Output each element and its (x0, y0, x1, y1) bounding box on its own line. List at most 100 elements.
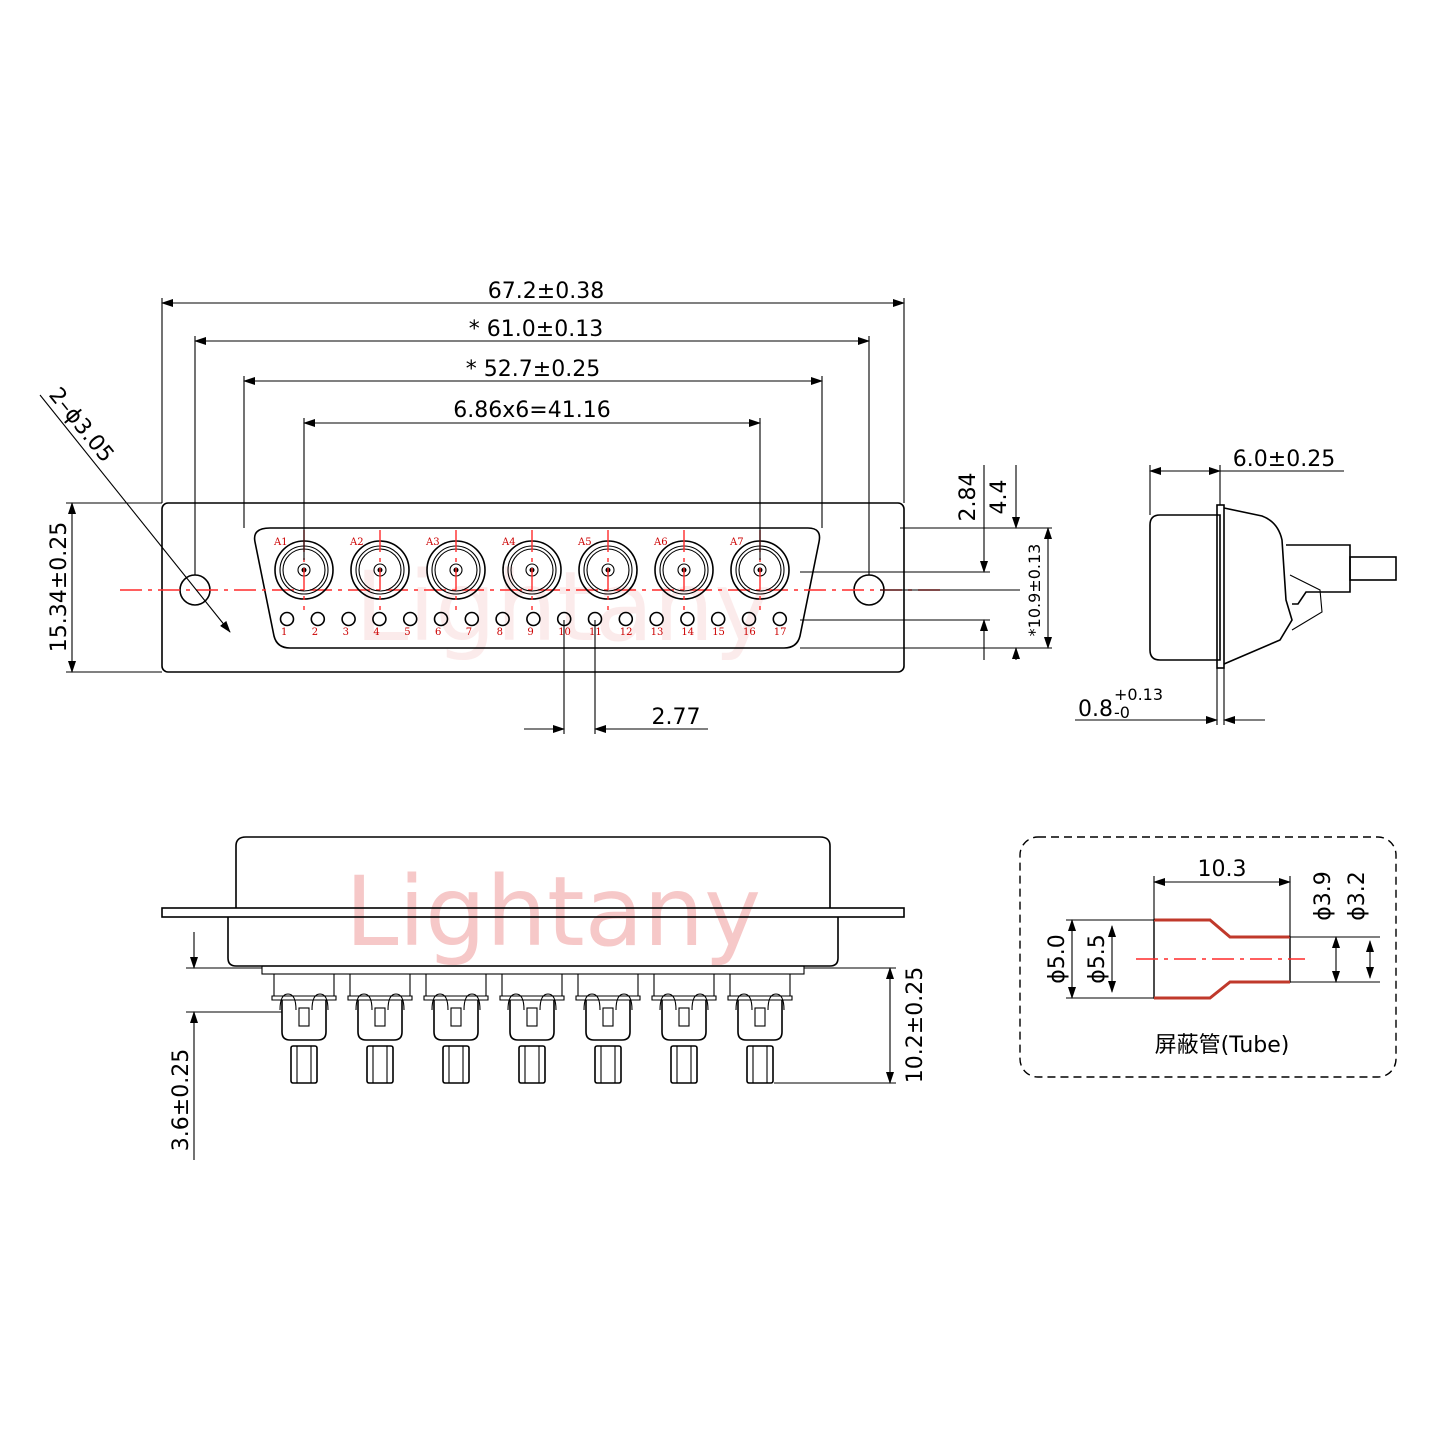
coax-terminal (651, 974, 717, 1084)
coax-terminal (575, 974, 641, 1084)
signal-pin (341, 611, 356, 627)
terminal-body (661, 1000, 707, 1041)
signal-contact: 16 (741, 611, 757, 638)
coax-terminal (271, 974, 337, 1084)
bottom-view: 3.6±0.25 10.2±0.25 (161, 836, 928, 1160)
coax-terminals (271, 974, 793, 1084)
tube-detail-frame (1019, 836, 1397, 1078)
coax-contact: A3 (425, 530, 486, 610)
watermark-top: Lightany (355, 551, 771, 663)
side-pin-body (1286, 544, 1351, 605)
coax-label: A1 (273, 537, 288, 548)
signal-label: 5 (404, 627, 410, 638)
side-shell (1149, 514, 1221, 661)
terminal-collar (575, 974, 641, 1001)
signal-label: 3 (343, 627, 349, 638)
signal-label: 17 (774, 627, 787, 638)
signal-contact: 5 (402, 611, 418, 638)
terminal-body (737, 1000, 783, 1041)
terminal-collar (423, 974, 489, 1001)
tube-caption: 屏蔽管(Tube) (1155, 1033, 1290, 1058)
side-pin (1349, 556, 1397, 581)
dim-coax-pitch: 6.86x6=41.16 (453, 398, 610, 423)
dim-right-a: 2.84 (956, 473, 981, 522)
signal-pin (680, 611, 695, 627)
signal-pin (372, 611, 387, 627)
dim-d32: ϕ3.2 (1345, 871, 1370, 921)
coax-label: A3 (425, 537, 440, 548)
signal-label: 13 (651, 627, 664, 638)
terminal-body (357, 1000, 403, 1041)
side-insulator (1223, 507, 1293, 665)
dim-flange-tol-upper: +0.13 (1114, 685, 1163, 704)
signal-contact: 1 (279, 611, 295, 638)
dim-tube-length: 10.3 (1198, 857, 1247, 882)
terminal-body (509, 1000, 555, 1041)
coax-label: A2 (349, 537, 364, 548)
dim-shell-width: * 52.7±0.25 (466, 357, 600, 382)
bottom-insulator (261, 965, 805, 975)
dim-depth: 6.0±0.25 (1233, 447, 1335, 472)
coax-contact: A6 (653, 530, 714, 610)
signal-contact: 2 (310, 611, 326, 638)
signal-label: 7 (466, 627, 472, 638)
tube-wall-bottom (1154, 980, 1290, 1000)
coax-label: A5 (577, 537, 592, 548)
signal-pin (526, 611, 541, 627)
signal-pin (772, 611, 788, 627)
signal-contact: 3 (341, 611, 356, 638)
signal-contact: 6 (433, 611, 449, 638)
bottom-flange (161, 907, 905, 918)
signal-contact: 8 (495, 611, 510, 638)
signal-label: 1 (281, 627, 287, 638)
side-view: 6.0±0.25 0.8 +0.13 -0 (1075, 447, 1397, 725)
terminal-tail (594, 1045, 622, 1084)
signal-contact: 7 (464, 611, 480, 638)
coax-label: A6 (653, 537, 668, 548)
watermark-bottom: Lightany (345, 856, 761, 968)
dim-flange-tol-lower: -0 (1114, 703, 1130, 722)
dim-shell-height: *10.9±0.13 (1025, 544, 1044, 637)
signal-label: 4 (373, 627, 379, 638)
signal-label: 16 (743, 627, 756, 638)
coax-terminal (347, 974, 413, 1084)
coax-label: A7 (729, 537, 744, 548)
coax-terminal (499, 974, 565, 1084)
signal-contact: 17 (772, 611, 788, 638)
signal-label: 2 (312, 627, 318, 638)
dim-flange-base: 0.8 (1078, 697, 1113, 722)
terminal-crimp (431, 993, 481, 1011)
terminal-body (585, 1000, 631, 1041)
dim-long: 10.2±0.25 (903, 967, 928, 1083)
front-shell (253, 527, 821, 649)
signal-pin (741, 611, 757, 627)
terminal-collar (347, 974, 413, 1001)
signal-contact: 13 (649, 611, 664, 638)
signal-contact: 14 (680, 611, 695, 638)
signal-pin (649, 611, 664, 627)
terminal-crimp (355, 993, 405, 1011)
bottom-shell-top (235, 836, 831, 908)
signal-pin (433, 611, 449, 627)
signal-label: 15 (712, 627, 725, 638)
terminal-crimp (659, 993, 709, 1011)
terminal-crimp (735, 993, 785, 1011)
signal-pin (279, 611, 295, 627)
terminal-body (433, 1000, 479, 1041)
signal-contact: 12 (618, 611, 634, 638)
terminal-center (678, 1007, 690, 1027)
signal-pin (618, 611, 634, 627)
dim-short: 3.6±0.25 (169, 1049, 194, 1151)
signal-contact: 4 (372, 611, 387, 638)
signal-pin (402, 611, 418, 627)
signal-pin (495, 611, 510, 627)
dim-height: 15.34±0.25 (47, 522, 72, 652)
dim-d39: ϕ3.9 (1311, 871, 1336, 921)
signal-label: 10 (558, 627, 571, 638)
terminal-tail (442, 1045, 470, 1084)
coax-contact: A2 (349, 530, 410, 610)
terminal-collar (499, 974, 565, 1001)
signal-pin (710, 611, 726, 627)
terminal-tail (518, 1045, 546, 1084)
